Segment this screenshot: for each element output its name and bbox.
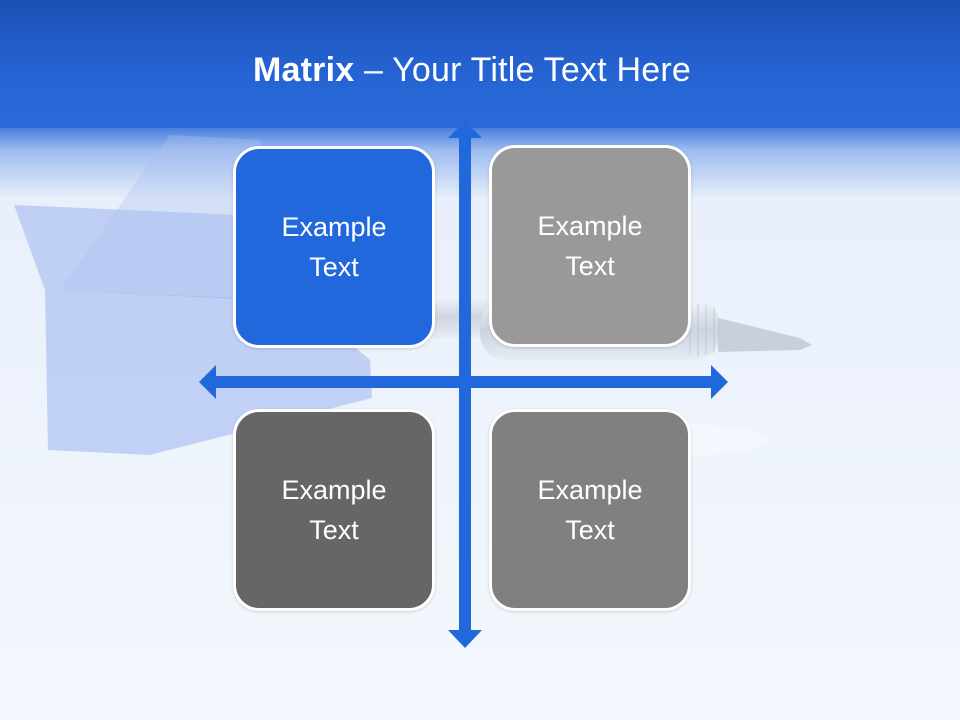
matrix-cell-bottom-left: Example Text <box>233 409 435 611</box>
arrow-right-icon <box>711 365 728 399</box>
matrix-cell-top-right: Example Text <box>489 145 691 347</box>
arrow-up-icon <box>448 121 482 138</box>
matrix-cell-bottom-right: Example Text <box>489 409 691 611</box>
cell-text: Example Text <box>537 211 643 281</box>
cell-text: Example Text <box>281 475 387 545</box>
arrow-down-icon <box>448 630 482 648</box>
title-bold: Matrix <box>253 51 355 89</box>
horizontal-axis <box>214 376 714 388</box>
cell-text: Example Text <box>537 475 643 545</box>
matrix-cell-top-left: Example Text <box>233 146 435 348</box>
cell-text: Example Text <box>281 212 387 282</box>
header-band <box>0 0 960 128</box>
title-rest: – Your Title Text Here <box>354 51 691 89</box>
page-title: Matrix – Your Title Text Here <box>0 48 944 92</box>
arrow-left-icon <box>199 365 216 399</box>
